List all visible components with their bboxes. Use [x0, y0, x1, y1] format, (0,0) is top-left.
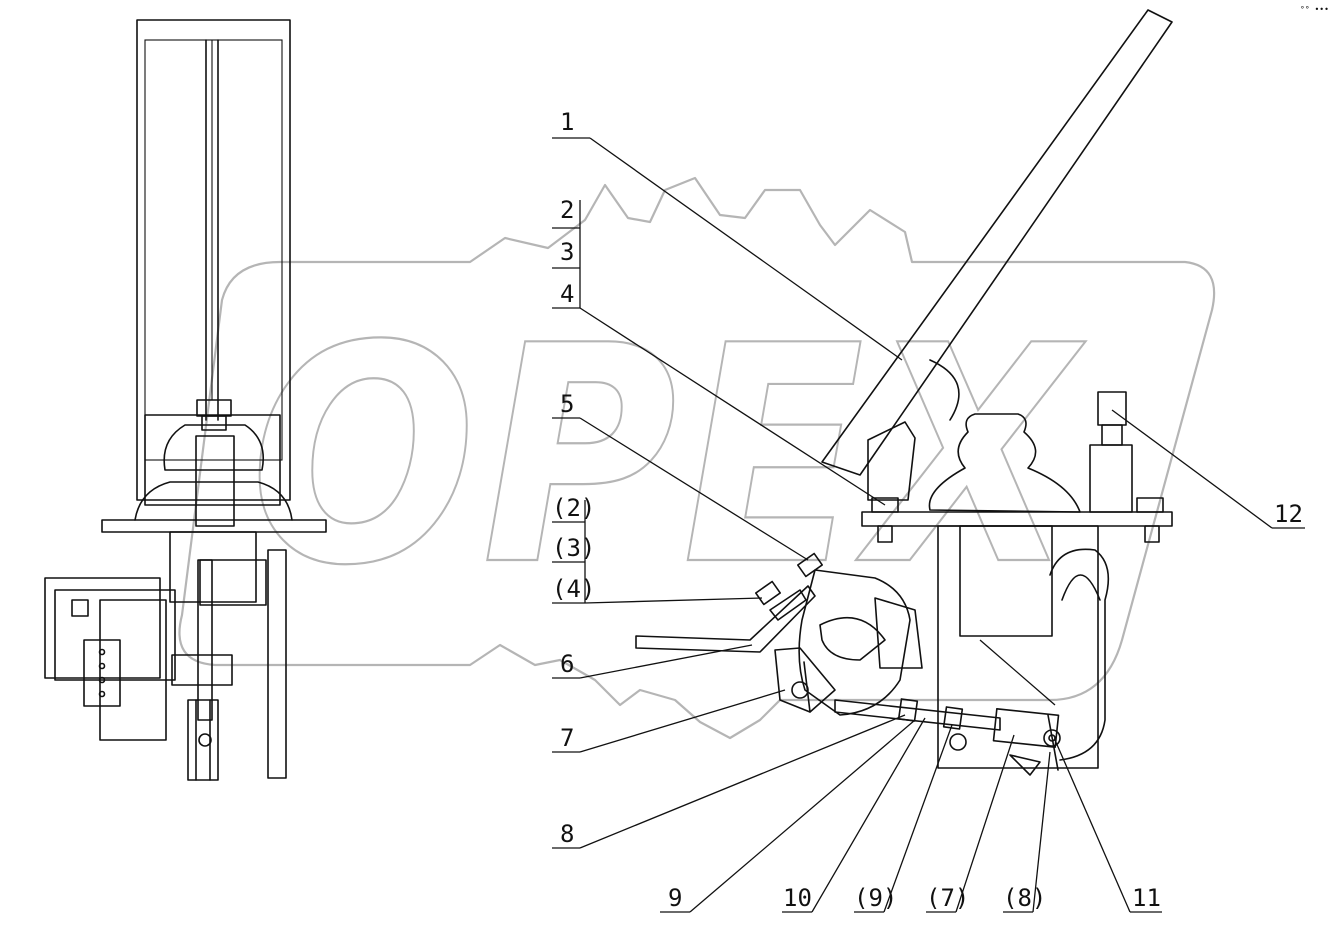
damper-unit — [798, 569, 911, 716]
callout-4-ref: (4) — [552, 575, 595, 603]
callout-12: 12 — [1274, 500, 1303, 528]
callout-7: 7 — [560, 724, 574, 752]
callout-8: 8 — [560, 820, 574, 848]
corner-mark: °° ••• — [1300, 5, 1329, 14]
callout-10: 10 — [783, 884, 812, 912]
callout-labels: 1 2 3 4 5 (2) (3) (4) 6 7 8 9 10 (9) (7)… — [552, 5, 1329, 912]
side-view — [44, 19, 327, 781]
callout-9: 9 — [668, 884, 682, 912]
callout-6: 6 — [560, 650, 574, 678]
electrical-connector — [83, 639, 121, 707]
callout-3-ref: (3) — [552, 534, 595, 562]
callout-5: 5 — [560, 390, 574, 418]
leader-lines — [552, 137, 1305, 913]
callout-1: 1 — [560, 108, 574, 136]
watermark-text: OPEX — [250, 282, 1086, 631]
lever-arm — [821, 9, 1173, 476]
boot — [163, 424, 264, 471]
guide-column-inner — [144, 39, 283, 461]
main-view — [635, 9, 1173, 776]
callout-4: 4 — [560, 280, 574, 308]
callout-9-ref: (9) — [854, 884, 897, 912]
callout-8-ref: (8) — [1003, 884, 1046, 912]
callout-11: 11 — [1132, 884, 1161, 912]
callout-3: 3 — [560, 238, 574, 266]
callout-2-ref: (2) — [552, 494, 595, 522]
watermark: OPEX — [178, 176, 1216, 740]
rubber-boot — [928, 413, 1081, 513]
callout-2: 2 — [560, 196, 574, 224]
side-bracket — [267, 549, 287, 779]
callout-7-ref: (7) — [926, 884, 969, 912]
guide-column-outer — [136, 19, 291, 501]
